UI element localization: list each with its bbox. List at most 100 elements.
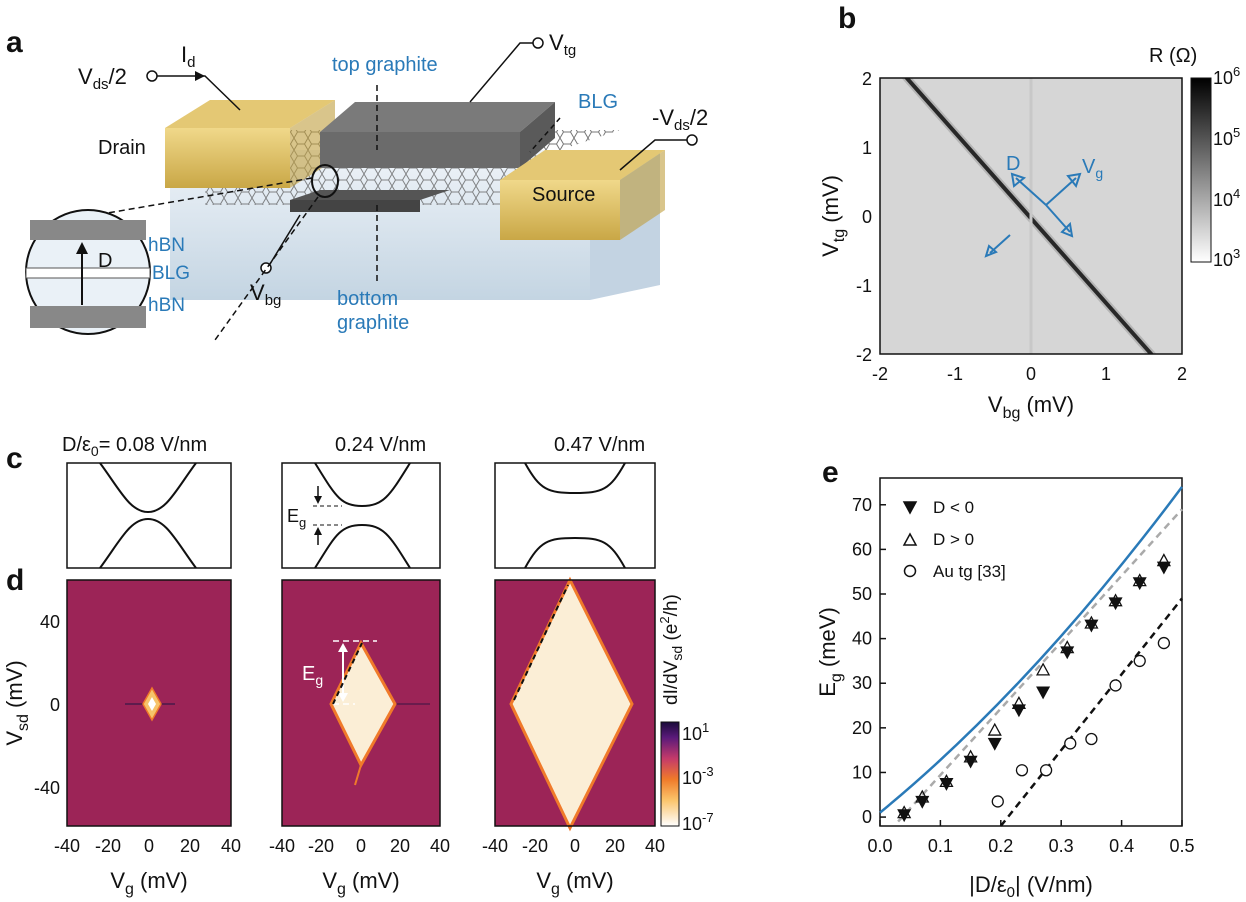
chart-e-frame (879, 477, 1183, 827)
chart-e-xtick-label: 0.4 (1109, 836, 1134, 856)
panel-letter-a: a (6, 26, 23, 59)
top-graphite-front (320, 132, 520, 168)
chart-e-ytick-label: 60 (852, 539, 872, 559)
inset-hbn-top-layer (30, 220, 146, 240)
id-arrow (195, 71, 205, 81)
map-b-xtick: 2 (1177, 364, 1187, 384)
didv-eg-arrowhead-up (338, 643, 348, 652)
map-b-cbar-tick: 106 (1213, 64, 1240, 88)
legend-marker-d-negative (902, 501, 918, 515)
panel-c-bands: D/ε0= 0.08 V/nm 0.24 V/nm 0.47 V/nm Eg (62, 434, 656, 569)
map-b-xtick: 0 (1026, 364, 1036, 384)
didv-eg-label: Eg (302, 663, 323, 688)
didv-map-2-frame (281, 579, 441, 827)
map-b-colorbar-title: R (Ω) (1149, 45, 1197, 67)
chart-e-point (1060, 640, 1075, 654)
zoom-marker (311, 164, 339, 198)
vtg-terminal (532, 37, 544, 49)
chart-e-xtick-label: 0.5 (1169, 836, 1194, 856)
inset-hbn-bottom-layer (30, 306, 146, 328)
legend-marker-au-tg (903, 564, 917, 578)
d-arrowhead-lower (984, 244, 998, 258)
didv-xticks-3: -40 -20 0 20 40 (482, 836, 665, 856)
top-graphite-label: top graphite (332, 54, 438, 76)
vtg-lead (469, 42, 533, 103)
map-b-xtick: 1 (1101, 364, 1111, 384)
chart-e-point (1015, 764, 1029, 777)
map-b-ytick: 0 (862, 207, 872, 227)
vtg-label: Vtg (549, 30, 576, 59)
inset-d-arrowhead (76, 242, 88, 254)
d-arrowhead (1010, 172, 1027, 188)
map-b-xticks: -2 -1 0 1 2 (872, 364, 1187, 384)
band-vb-1 (99, 517, 197, 569)
band-label-2: 0.24 V/nm (335, 434, 426, 456)
map-b-colorbar (1190, 77, 1212, 263)
chart-e-reference-line (999, 597, 1183, 827)
band-cb-1 (99, 462, 197, 514)
band-eg-arrow-up (314, 527, 322, 535)
chart-e-point (1133, 654, 1146, 668)
map-b-cbar-tick: 105 (1213, 125, 1240, 149)
band-cb-3 (524, 462, 626, 495)
vds-terminal (146, 70, 158, 82)
didv-map-3-frame (494, 579, 656, 827)
chart-e-point (1036, 686, 1051, 700)
chart-e-ytick-label: 10 (852, 762, 872, 782)
vg-arrowhead-down (1060, 221, 1074, 238)
chart-e-legend: D < 0 D > 0 Au tg [33] (902, 498, 1006, 581)
map-b-yticks: 2 1 0 -1 -2 (856, 69, 872, 365)
chart-e-ytick-label: 0 (862, 807, 872, 827)
inset-blg-layer (25, 267, 151, 279)
didv-xtick: 20 (605, 836, 625, 856)
chart-e-point (1109, 679, 1122, 692)
bottom-graphite-label-line1: bottom (337, 288, 398, 310)
chart-e-ytick-label: 20 (852, 718, 872, 738)
chart-e-ytick-label: 40 (852, 629, 872, 649)
vg-arrowhead-up (1066, 172, 1082, 189)
chart-e-point (1157, 636, 1171, 650)
d-arrow-line (1015, 177, 1047, 206)
source-contact-side (620, 150, 665, 240)
map-b-ytick: -1 (856, 276, 872, 296)
didv-xticks-2: -40 -20 0 20 40 (269, 836, 450, 856)
chart-e-xtick-label: 0.1 (928, 836, 953, 856)
didv-eg-arrowhead-down (338, 693, 348, 702)
map-b-d-label: D (1006, 153, 1020, 175)
didv-xtick: -40 (54, 836, 80, 856)
didv-xtick: 0 (570, 836, 580, 856)
vg-arrow-line-2 (1045, 177, 1077, 206)
top-graphite-side (520, 102, 555, 168)
didv-xtick: -20 (308, 836, 334, 856)
map-b-frame (879, 77, 1183, 355)
band-box-2 (281, 462, 441, 569)
didv-xtick: 0 (356, 836, 366, 856)
didv-xlabel-2: Vg (mV) (322, 868, 399, 898)
chart-e-ytick-label: 70 (852, 495, 872, 515)
chart-e-point (939, 774, 954, 788)
source-contact-top (500, 150, 665, 180)
chart-e-points (897, 553, 1171, 823)
didv-xtick: 0 (144, 836, 154, 856)
drain-label: Drain (98, 137, 146, 159)
bottom-graphite-front (290, 200, 420, 212)
didv-cbar-tick: 10-7 (682, 810, 714, 834)
map-b-ytick: 1 (862, 138, 872, 158)
chart-e-point (1011, 704, 1026, 718)
minus-vds-lead (619, 139, 687, 171)
band-label-1: D/ε0= 0.08 V/nm (62, 434, 207, 459)
chart-e-point (1132, 573, 1147, 587)
source-label: Source (532, 184, 595, 206)
band-vb-2 (314, 523, 411, 569)
didv-xlabel-1: Vg (mV) (110, 868, 187, 898)
drain-contact-front (165, 128, 290, 188)
didv-cbar-tick: 101 (682, 720, 709, 744)
didv-diamond-3-edge-guide (513, 584, 569, 701)
band-box-3 (494, 462, 656, 569)
vds-label: Vds/2 (78, 64, 127, 93)
didv-xtick: -40 (269, 836, 295, 856)
didv-diamond-1-core (148, 697, 156, 711)
